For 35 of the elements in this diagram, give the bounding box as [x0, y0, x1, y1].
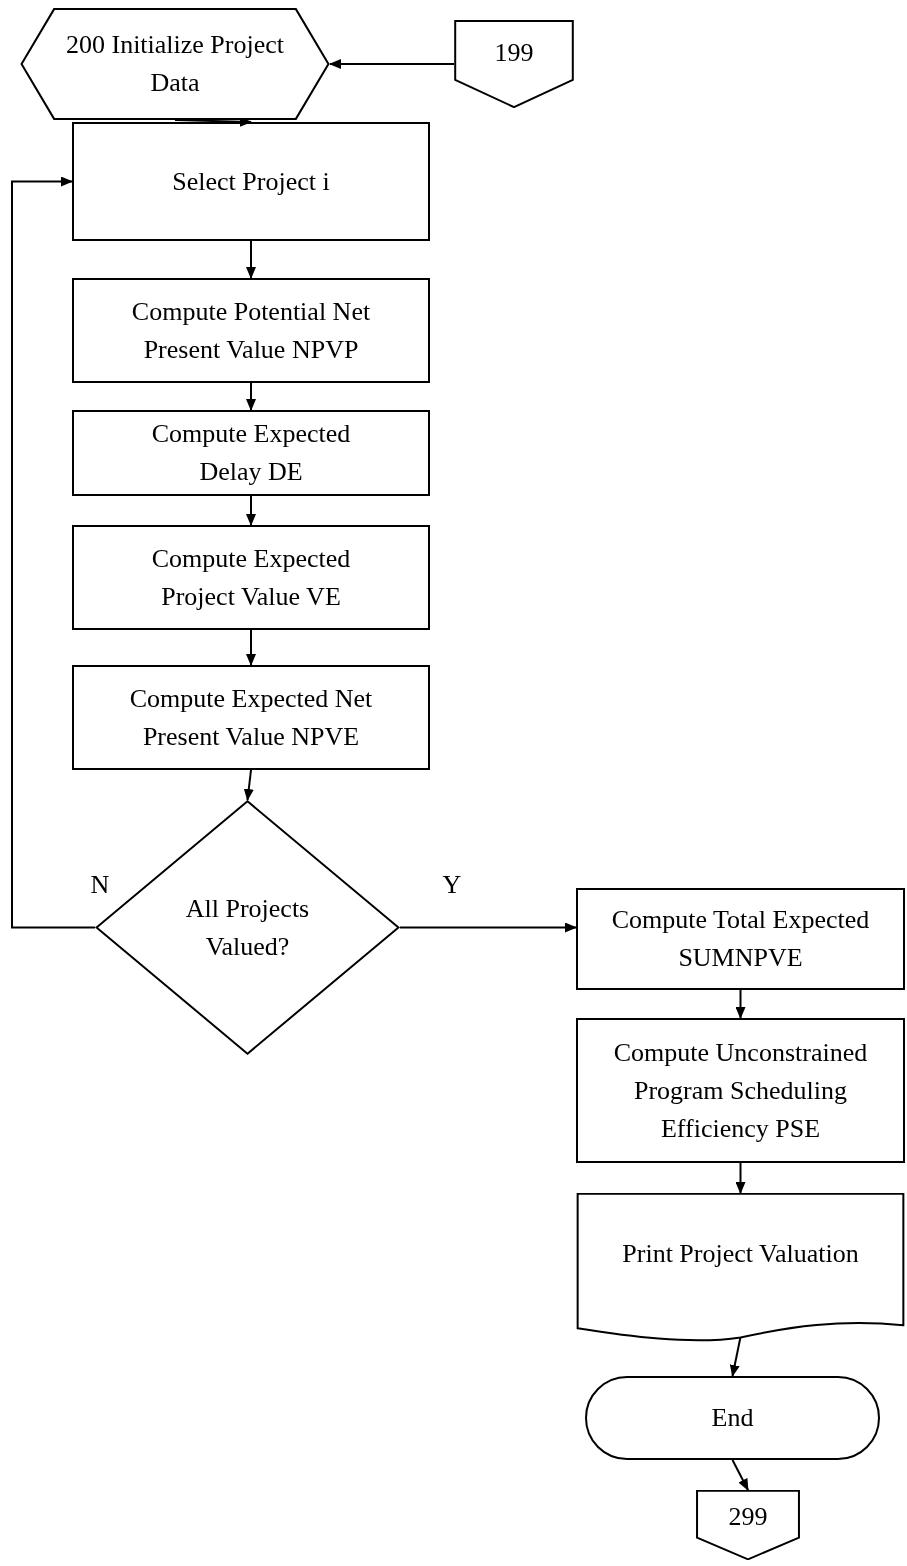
- node-text: 299: [727, 1501, 769, 1533]
- arrow: [399, 922, 577, 933]
- node-text: Print Project Valuation: [621, 1238, 860, 1270]
- process-box: [72, 410, 430, 496]
- process-box: [72, 122, 430, 241]
- node-text: Compute Potential Net Present Value NPVP: [130, 295, 372, 366]
- arrow: [246, 240, 256, 279]
- off-page-connector: [454, 20, 574, 108]
- process-box: [72, 278, 430, 383]
- arrow: [246, 629, 256, 666]
- arrow: [731, 1459, 749, 1491]
- arrow: [735, 1162, 746, 1194]
- node-text: Compute Total Expected SUMNPVE: [610, 904, 871, 974]
- arrow: [329, 59, 455, 69]
- arrow: [11, 176, 96, 929]
- node-text: Compute Expected Delay DE: [150, 418, 352, 488]
- arrow: [735, 989, 746, 1019]
- arrow: [246, 495, 256, 526]
- process-box: [72, 525, 430, 630]
- preparation-hexagon: [20, 8, 330, 120]
- node-text: 199: [493, 37, 535, 69]
- node-text: Compute Expected Net Present Value NPVE: [128, 682, 374, 753]
- off-page-connector: [696, 1490, 800, 1560]
- arrow: [246, 382, 256, 411]
- process-box: [576, 1018, 905, 1163]
- node-text: 200 Initialize Project Data: [65, 29, 285, 99]
- arrow: [729, 1336, 742, 1377]
- process-box: [576, 888, 905, 990]
- node-text: Compute Unconstrained Program Scheduling Efficiency PSE: [612, 1036, 869, 1145]
- arrow: [243, 769, 254, 801]
- node-text: End: [710, 1402, 755, 1434]
- process-box: [72, 665, 430, 770]
- node-text: Compute Expected Project Value VE: [150, 542, 352, 613]
- node-text: Select Project i: [171, 165, 331, 198]
- node-text: All Projects Valued?: [184, 892, 311, 963]
